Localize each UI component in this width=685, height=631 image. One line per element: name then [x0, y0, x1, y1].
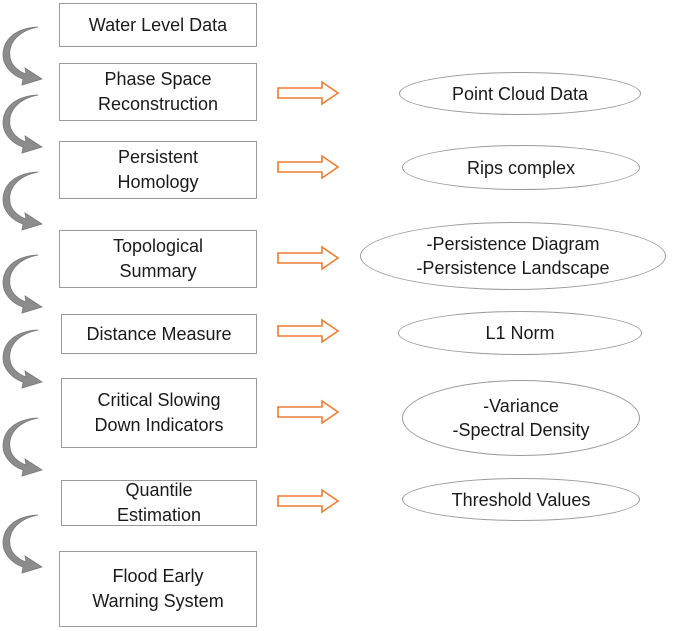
step-distance-measure: Distance Measure: [61, 314, 257, 354]
step-water-level-data: Water Level Data: [59, 3, 257, 47]
curved-down-arrow-icon: [2, 94, 43, 154]
right-block-arrow-icon: [277, 81, 339, 105]
right-block-arrow-icon: [277, 489, 339, 513]
step-quantile-estimation: Quantile Estimation: [61, 480, 257, 526]
step-flood-early-warning-system: Flood Early Warning System: [59, 551, 257, 627]
curved-down-arrow-icon: [2, 26, 43, 86]
step-critical-slowing-down-indicators: Critical Slowing Down Indicators: [61, 378, 257, 448]
output-point-cloud-data: Point Cloud Data: [399, 72, 641, 115]
output-threshold-values: Threshold Values: [402, 478, 640, 521]
right-block-arrow-icon: [277, 400, 339, 424]
right-block-arrow-icon: [277, 246, 339, 270]
curved-down-arrow-icon: [2, 329, 43, 389]
curved-down-arrow-icon: [2, 171, 43, 231]
output-variance-spectral-density: -Variance -Spectral Density: [402, 380, 640, 456]
curved-down-arrow-icon: [2, 514, 43, 574]
step-persistent-homology: Persistent Homology: [59, 141, 257, 199]
curved-down-arrow-icon: [2, 254, 43, 314]
right-block-arrow-icon: [277, 319, 339, 343]
step-phase-space-reconstruction: Phase Space Reconstruction: [59, 63, 257, 121]
output-persistence-diagram-landscape: -Persistence Diagram -Persistence Landsc…: [360, 222, 666, 290]
step-topological-summary: Topological Summary: [59, 230, 257, 288]
curved-down-arrow-icon: [2, 417, 43, 477]
output-rips-complex: Rips complex: [402, 145, 640, 190]
output-l1-norm: L1 Norm: [398, 311, 642, 355]
right-block-arrow-icon: [277, 155, 339, 179]
